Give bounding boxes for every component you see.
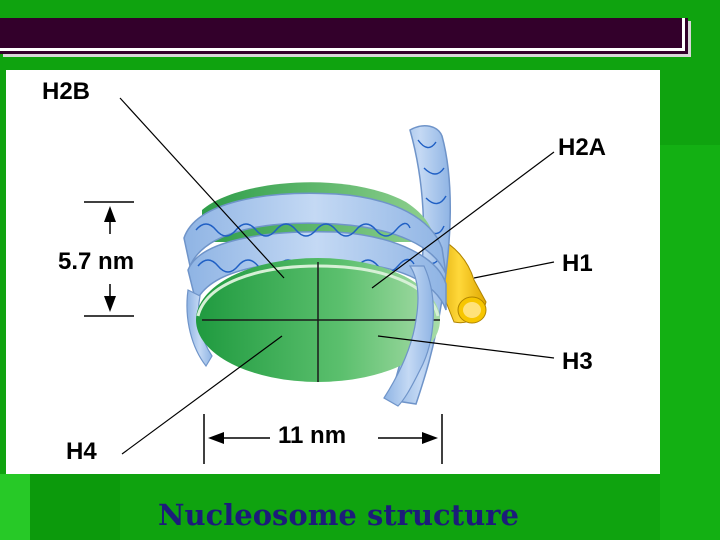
height-arrow-up [104,206,116,222]
label-width: 11 nm [278,422,347,449]
height-arrow-down [104,296,116,312]
label-h3: H3 [562,348,593,375]
leader-lines [119,97,555,455]
nucleosome-figure: H2B H2A H1 H3 H4 5.7 nm 11 nm [6,70,660,474]
background-stripe [0,474,30,540]
background-stripe [660,145,720,540]
title-bar-border [0,18,685,51]
label-h2b: H2B [42,78,91,105]
width-arrow-right [422,432,438,444]
histone-core-face [196,258,440,382]
background-stripe [30,474,120,540]
width-arrow-left [208,432,224,444]
label-h1: H1 [562,250,593,277]
dna-strand-front [383,265,434,407]
slide-caption: Nucleosome structure [158,498,519,532]
width-dimension [203,414,443,464]
nucleosome-illustration [84,97,555,464]
label-h2a: H2A [558,134,607,161]
label-h4: H4 [66,438,97,465]
label-height: 5.7 nm [58,248,135,275]
